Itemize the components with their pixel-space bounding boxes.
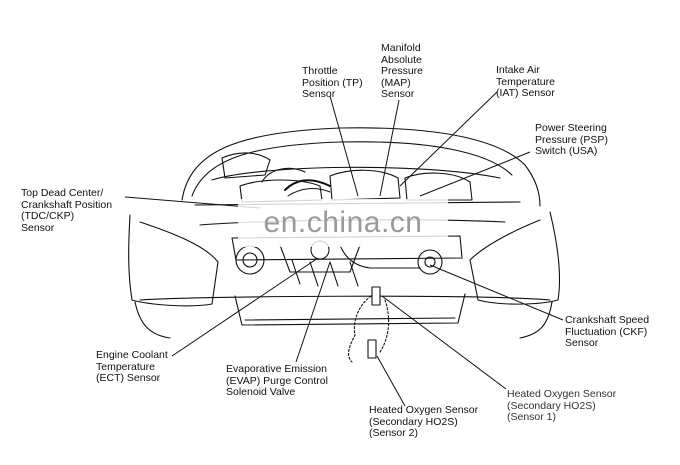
label-ho2s-sensor-2: Heated Oxygen Sensor (Secondary HO2S) (S… <box>369 404 479 439</box>
leader-lines <box>124 91 564 407</box>
label-iat-sensor: Intake Air Temperature (IAT) Sensor <box>496 64 555 99</box>
label-ho2s-sensor-1: Heated Oxygen Sensor (Secondary HO2S) (S… <box>507 388 617 423</box>
label-tdc-ckp-sensor: Top Dead Center/ Crankshaft Position (TD… <box>21 187 113 234</box>
watermark: en.china.cn <box>238 199 448 247</box>
label-map-sensor: Manifold Absolute Pressure (MAP) Sensor <box>381 42 424 100</box>
label-evap-purge-valve: Evaporative Emission (EVAP) Purge Contro… <box>226 363 328 398</box>
label-ect-sensor: Engine Coolant Temperature (ECT) Sensor <box>96 349 168 384</box>
label-ckf-sensor: Crankshaft Speed Fluctuation (CKF) Senso… <box>565 314 650 349</box>
label-psp-switch: Power Steering Pressure (PSP) Switch (US… <box>535 122 608 157</box>
label-throttle-position-sensor: Throttle Position (TP) Sensor <box>302 65 363 100</box>
